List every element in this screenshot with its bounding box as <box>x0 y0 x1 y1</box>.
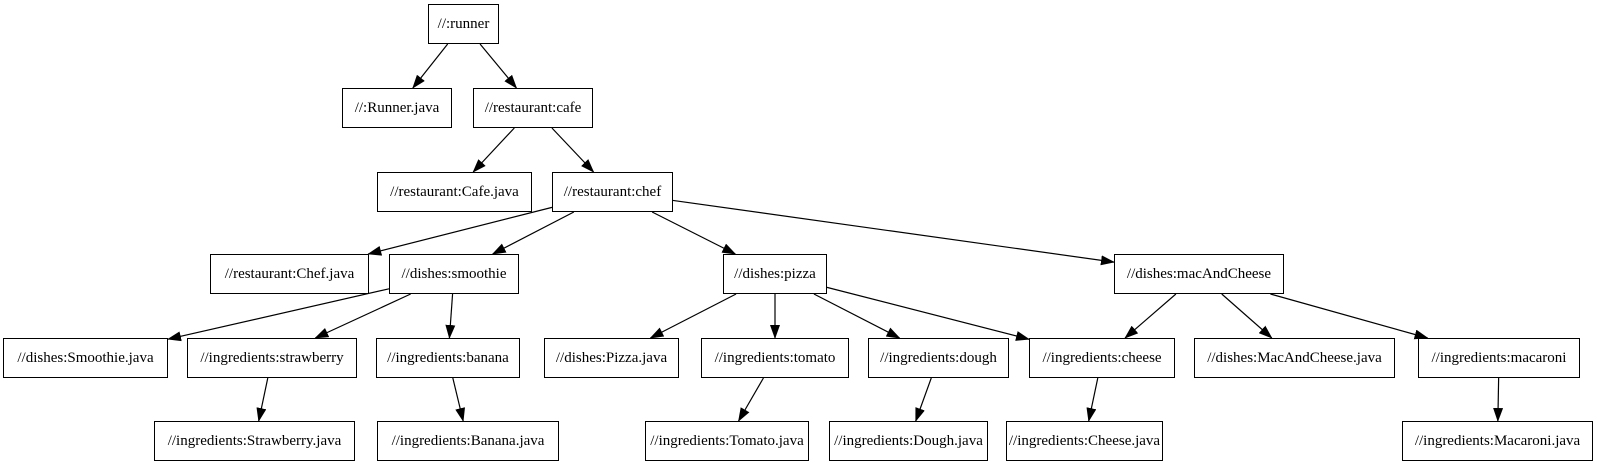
graph-node-tomato_java: //ingredients:Tomato.java <box>645 421 809 461</box>
graph-node-macaroni: //ingredients:macaroni <box>1418 338 1580 378</box>
graph-node-macaroni_java: //ingredients:Macaroni.java <box>1402 421 1593 461</box>
graph-edge-strawberry-strawberry_java <box>256 377 269 422</box>
graph-node-label: //ingredients:Banana.java <box>391 432 545 449</box>
graph-edges <box>167 43 1504 422</box>
graph-edge-macandcheese-cheese <box>1124 293 1177 339</box>
graph-edge-chef-macandcheese <box>672 199 1115 266</box>
graph-node-strawberry: //ingredients:strawberry <box>187 338 357 378</box>
graph-edge-macandcheese-macandcheese_java <box>1221 293 1273 339</box>
graph-node-smoothie: //dishes:smoothie <box>389 254 519 294</box>
graph-edge-chef-pizza <box>651 211 737 255</box>
graph-node-chef: //restaurant:chef <box>552 172 673 212</box>
graph-node-banana: //ingredients:banana <box>376 338 520 378</box>
graph-node-label: //ingredients:Dough.java <box>834 432 983 449</box>
graph-node-label: //dishes:macAndCheese <box>1126 265 1272 282</box>
graph-node-cheese: //ingredients:cheese <box>1029 338 1175 378</box>
graph-node-label: //ingredients:strawberry <box>200 349 344 366</box>
graph-node-macandcheese_java: //dishes:MacAndCheese.java <box>1194 338 1395 378</box>
graph-node-label: //ingredients:Macaroni.java <box>1414 432 1581 449</box>
graph-node-label: //dishes:pizza <box>734 265 816 282</box>
graph-node-label: //ingredients:dough <box>880 349 997 366</box>
graph-node-label: //ingredients:Cheese.java <box>1008 432 1161 449</box>
graph-node-label: //restaurant:cafe <box>484 99 582 116</box>
graph-node-pizza_java: //dishes:Pizza.java <box>544 338 679 378</box>
graph-node-dough_java: //ingredients:Dough.java <box>829 421 988 461</box>
graph-edge-banana-banana_java <box>452 377 465 422</box>
graph-node-label: //ingredients:banana <box>387 349 509 366</box>
graph-node-label: //dishes:Smoothie.java <box>17 349 154 366</box>
graph-edge-macaroni-macaroni_java <box>1493 377 1504 422</box>
graph-edge-chef-smoothie <box>491 211 575 255</box>
graph-node-label: //:Runner.java <box>354 99 440 116</box>
graph-edge-smoothie-smoothie_java <box>167 288 390 342</box>
graph-edge-dough-dough_java <box>915 377 932 422</box>
graph-edge-cheese-cheese_java <box>1086 377 1099 422</box>
graph-edge-smoothie-banana <box>445 293 456 339</box>
graph-node-chef_java: //restaurant:Chef.java <box>210 254 369 294</box>
graph-edge-chef-chef_java <box>367 206 553 256</box>
graph-edge-macandcheese-macaroni <box>1270 293 1429 340</box>
graph-edge-cafe-cafe_java <box>472 127 515 173</box>
graph-node-cafe: //restaurant:cafe <box>473 88 593 128</box>
graph-node-label: //ingredients:cheese <box>1042 349 1162 366</box>
graph-edge-cafe-chef <box>551 127 595 173</box>
graph-edge-smoothie-strawberry <box>314 293 411 339</box>
graph-edge-pizza-cheese <box>826 286 1030 341</box>
graph-node-label: //ingredients:Tomato.java <box>650 432 804 449</box>
graph-node-tomato: //ingredients:tomato <box>701 338 849 378</box>
graph-edge-runner-runner_java <box>412 43 449 89</box>
graph-node-pizza: //dishes:pizza <box>723 254 827 294</box>
graph-node-label: //ingredients:macaroni <box>1431 349 1567 366</box>
graph-node-runner_java: //:Runner.java <box>342 88 452 128</box>
graph-node-label: //restaurant:Cafe.java <box>390 183 519 200</box>
graph-edge-runner-cafe <box>479 43 518 89</box>
graph-node-label: //:runner <box>437 15 490 32</box>
graph-node-cheese_java: //ingredients:Cheese.java <box>1006 421 1163 461</box>
graph-node-label: //dishes:MacAndCheese.java <box>1207 349 1382 366</box>
graph-edge-tomato-tomato_java <box>738 377 764 422</box>
graph-node-dough: //ingredients:dough <box>868 338 1009 378</box>
graph-node-smoothie_java: //dishes:Smoothie.java <box>3 338 168 378</box>
graph-node-label: //dishes:Pizza.java <box>555 349 668 366</box>
graph-node-macandcheese: //dishes:macAndCheese <box>1114 254 1284 294</box>
graph-node-runner: //:runner <box>428 4 499 44</box>
graph-node-banana_java: //ingredients:Banana.java <box>377 421 559 461</box>
graph-node-label: //restaurant:Chef.java <box>224 265 355 282</box>
graph-edge-pizza-pizza_java <box>649 293 737 339</box>
graph-node-label: //ingredients:tomato <box>714 349 836 366</box>
graph-edge-pizza-dough <box>813 293 901 339</box>
graph-node-cafe_java: //restaurant:Cafe.java <box>377 172 532 212</box>
graph-node-label: //ingredients:Strawberry.java <box>167 432 342 449</box>
graph-node-label: //restaurant:chef <box>563 183 662 200</box>
graph-node-strawberry_java: //ingredients:Strawberry.java <box>154 421 355 461</box>
graph-node-label: //dishes:smoothie <box>401 265 507 282</box>
